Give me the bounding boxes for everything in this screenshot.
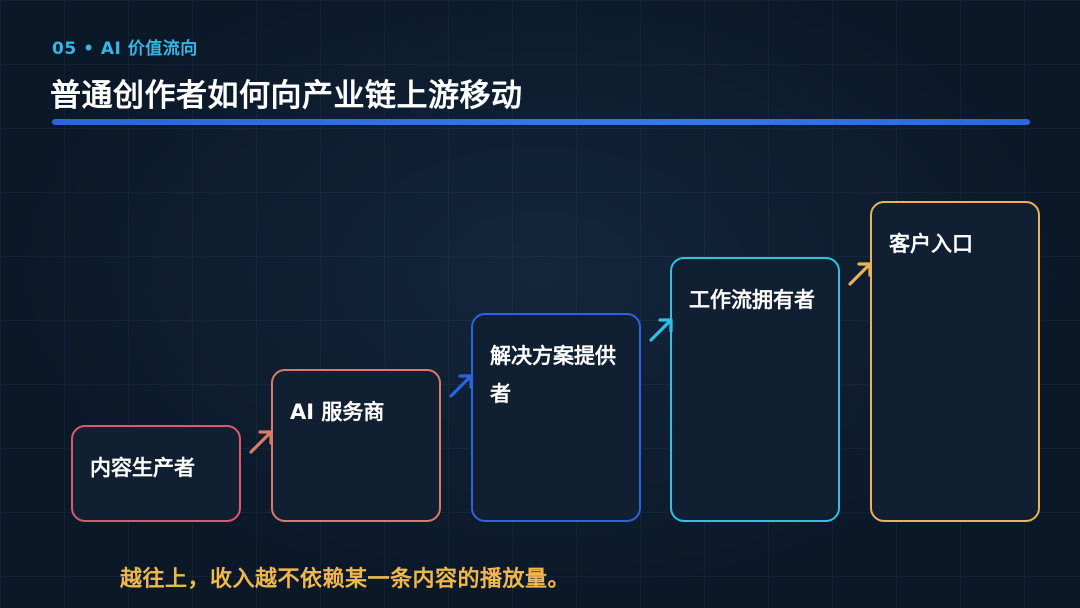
step-box-solution-provider: 解决方案提供者 [471, 313, 641, 522]
section-tag: 05 • AI 价值流向 [52, 39, 198, 59]
arrow-up-right-icon [249, 430, 273, 454]
step-label: 工作流拥有者 [689, 288, 815, 312]
step-box-customer-entry: 客户入口 [870, 201, 1040, 522]
page-title: 普通创作者如何向产业链上游移动 [50, 78, 523, 114]
step-label: 客户入口 [889, 232, 973, 256]
step-box-content-producer: 内容生产者 [71, 425, 241, 522]
step-label: 内容生产者 [90, 456, 195, 480]
arrow-up-right-icon [449, 374, 473, 398]
step-label: AI 服务商 [290, 400, 385, 424]
step-box-ai-service-provider: AI 服务商 [271, 369, 441, 522]
footer-note: 越往上，收入越不依赖某一条内容的播放量。 [120, 567, 571, 592]
title-underline [52, 119, 1030, 125]
step-label: 解决方案提供者 [490, 344, 616, 406]
arrow-up-right-icon [848, 262, 872, 286]
arrow-up-right-icon [649, 318, 673, 342]
step-box-workflow-owner: 工作流拥有者 [670, 257, 840, 522]
